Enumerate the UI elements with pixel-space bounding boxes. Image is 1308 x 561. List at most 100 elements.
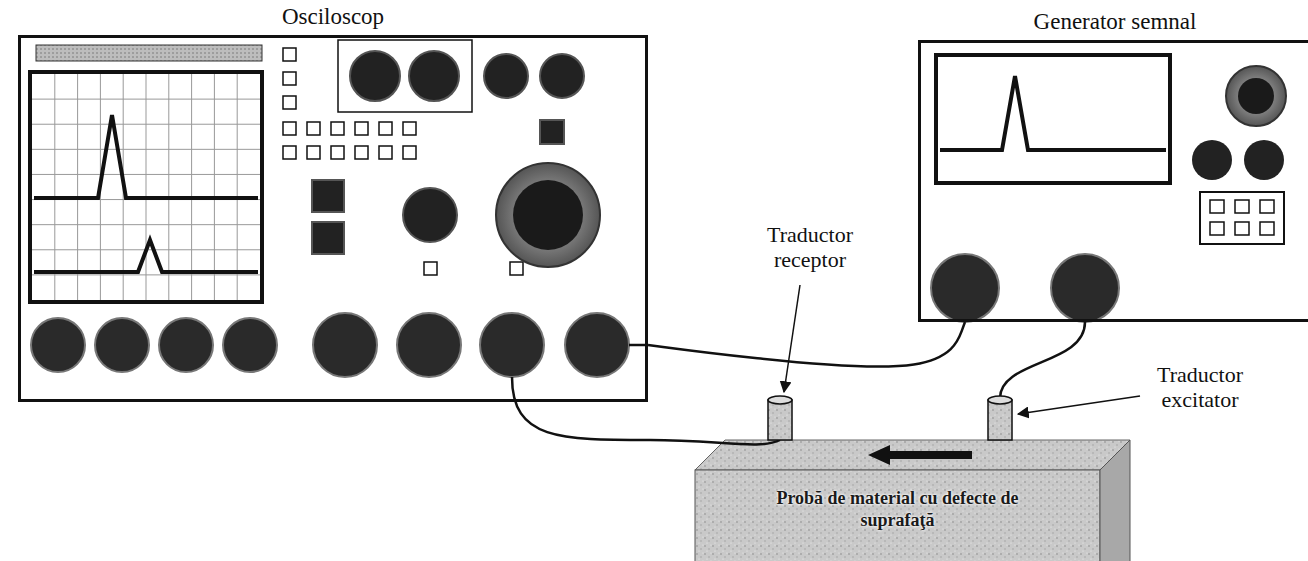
generator-panel <box>1238 78 1274 114</box>
screen-grid <box>32 99 260 100</box>
generator-panel <box>1226 66 1286 126</box>
oscilloscope-panel <box>307 122 320 135</box>
screen-grid <box>168 74 169 300</box>
generator-panel <box>1210 200 1224 213</box>
material-sample <box>868 445 972 465</box>
screen-grid <box>32 224 260 225</box>
generator-panel <box>1244 140 1284 180</box>
leader-line <box>784 285 1140 414</box>
generator-panel <box>940 76 1166 150</box>
transducer <box>768 400 792 440</box>
oscilloscope-panel <box>95 318 149 372</box>
oscilloscope-panel <box>312 222 344 254</box>
cable <box>648 322 965 367</box>
generator-panel <box>1200 192 1284 244</box>
oscilloscope-box: Osciloscop <box>18 35 648 402</box>
oscilloscope-panel <box>379 146 392 159</box>
material-sample-face: Probă de material cu defecte de suprafaţ… <box>745 470 1050 561</box>
oscilloscope-panel <box>34 240 258 272</box>
screen-grid <box>32 149 260 150</box>
oscilloscope-panel <box>31 313 629 377</box>
oscilloscope-panel <box>34 115 258 198</box>
leader-line <box>784 285 800 392</box>
oscilloscope-panel <box>379 122 392 135</box>
oscilloscope-panel <box>30 72 262 302</box>
oscilloscope-panel <box>409 51 459 101</box>
oscilloscope-panel <box>355 146 368 159</box>
cable <box>512 322 1085 444</box>
oscilloscope-panel <box>484 54 528 98</box>
generator-panel <box>1260 222 1274 235</box>
oscilloscope-panel <box>313 313 377 377</box>
oscilloscope-panel <box>283 122 296 135</box>
generator-panel <box>1260 200 1274 213</box>
screen-grid <box>237 74 238 300</box>
generator-panel <box>1192 140 1232 180</box>
screen-grid <box>32 124 260 125</box>
screen-grid <box>32 274 260 275</box>
oscilloscope-panel <box>355 122 368 135</box>
oscilloscope-panel <box>223 318 277 372</box>
material-sample <box>695 470 1100 561</box>
oscilloscope-panel <box>331 122 344 135</box>
oscilloscope-panel <box>350 51 400 101</box>
oscilloscope-panel <box>403 188 457 242</box>
material-sample <box>1100 440 1130 561</box>
oscilloscope-panel <box>403 146 416 159</box>
oscilloscope-panel <box>312 51 584 254</box>
generator-panel <box>1210 200 1274 235</box>
oscilloscope-panel <box>307 146 320 159</box>
device-heading: Osciloscop <box>21 4 645 30</box>
oscilloscope-panel <box>283 146 296 159</box>
oscilloscope-panel <box>312 180 344 212</box>
screen-grid <box>32 74 260 300</box>
device-heading: Generator semnal <box>921 9 1308 35</box>
screen-grid <box>54 74 55 300</box>
screen-grid <box>191 74 192 300</box>
oscilloscope-panel <box>397 313 461 377</box>
oscilloscope-panel <box>565 313 629 377</box>
oscilloscope-panel <box>480 313 544 377</box>
transducer <box>768 396 1012 440</box>
oscilloscope-panel <box>283 72 296 85</box>
generator-panel <box>931 254 999 322</box>
generator-panel <box>1235 222 1249 235</box>
oscilloscope-panel <box>513 180 583 250</box>
signal-generator-box: Generator semnal <box>918 40 1308 322</box>
leader-line <box>1018 396 1140 414</box>
oscilloscope-panel <box>424 262 437 275</box>
sample-label: Probă de material cu defecte de suprafaţ… <box>745 470 1050 531</box>
generator-panel <box>931 55 1286 322</box>
material-sample <box>695 440 1130 561</box>
screen-grid <box>146 74 147 300</box>
oscilloscope-panel <box>283 48 296 61</box>
generator-panel <box>1235 200 1249 213</box>
transducer <box>988 400 1012 440</box>
oscilloscope-panel <box>510 262 523 275</box>
oscilloscope-panel <box>36 45 262 61</box>
transducer <box>768 396 792 404</box>
screen-grid <box>32 174 260 175</box>
generator-panel <box>936 55 1170 183</box>
screen-grid <box>77 74 78 300</box>
oscilloscope-panel <box>331 146 344 159</box>
oscilloscope-panel <box>283 96 296 109</box>
oscilloscope-panel <box>159 318 213 372</box>
oscilloscope-panel <box>540 54 584 98</box>
oscilloscope-panel <box>540 120 564 144</box>
generator-panel <box>1051 254 1119 322</box>
oscilloscope-panel <box>338 40 472 112</box>
screen-grid <box>214 74 215 300</box>
oscilloscope-panel <box>403 122 416 135</box>
transducer <box>988 396 1012 404</box>
oscilloscope-panel <box>31 318 85 372</box>
oscilloscope-panel <box>496 163 600 267</box>
cable <box>1000 322 1085 398</box>
oscilloscope-panel <box>30 40 629 377</box>
transducer-label: Traductor receptor <box>755 222 865 273</box>
generator-panel <box>1210 222 1224 235</box>
transducer-label: Traductor excitator <box>1145 362 1255 413</box>
